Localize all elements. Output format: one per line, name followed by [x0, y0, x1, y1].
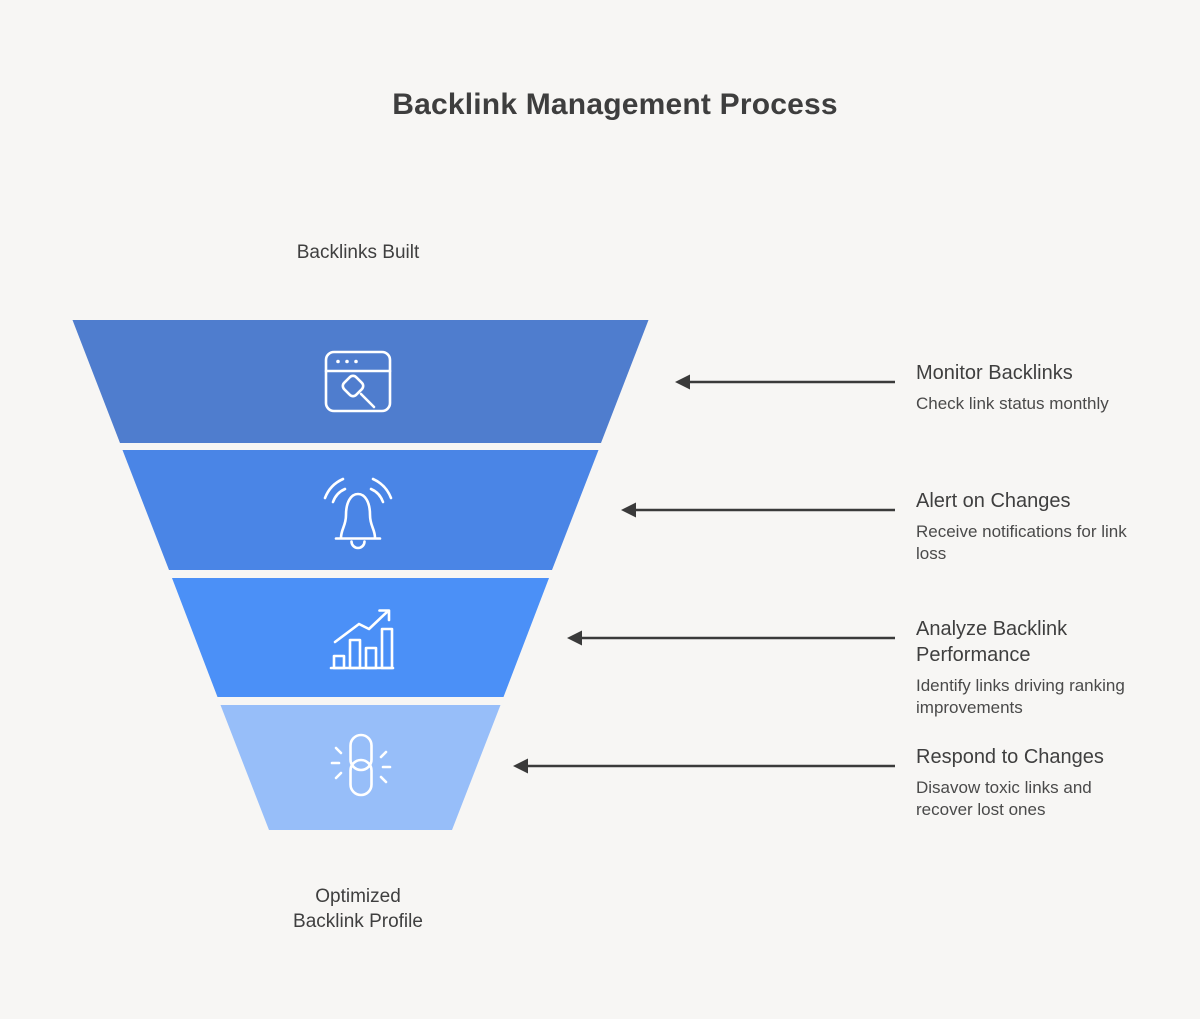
browser-search-icon	[324, 350, 392, 413]
broken-link-icon	[330, 733, 392, 797]
funnel-stage-2	[122, 450, 599, 570]
chart-growth-icon	[329, 609, 395, 670]
funnel-stage-3	[172, 578, 549, 697]
annotation-description: Identify links driving ranking improveme…	[916, 676, 1125, 717]
annotation-title: Alert on Changes	[916, 490, 1071, 512]
arrow-analyze-performance	[567, 630, 895, 646]
arrow-respond-to-changes	[513, 758, 895, 774]
arrow-alert-on-changes	[621, 502, 895, 518]
bell-icon	[323, 477, 393, 550]
annotation-respond-to-changes: Respond to Changes Disavow toxic links a…	[916, 744, 1186, 820]
funnel-stage-4	[220, 705, 501, 830]
annotation-monitor-backlinks: Monitor Backlinks Check link status mont…	[916, 360, 1186, 415]
annotation-title: Monitor Backlinks	[916, 362, 1073, 384]
annotation-description: Receive notifications for link loss	[916, 522, 1127, 563]
funnel-bottom-label: Optimized Backlink Profile	[293, 886, 423, 932]
annotation-title: Analyze Backlink Performance	[916, 618, 1068, 666]
annotation-description: Disavow toxic links and recover lost one…	[916, 778, 1092, 819]
annotation-alert-on-changes: Alert on Changes Receive notifications f…	[916, 488, 1186, 564]
funnel-top-label: Backlinks Built	[296, 242, 420, 263]
annotation-description: Check link status monthly	[916, 394, 1109, 413]
page-title: Backlink Management Process	[392, 88, 838, 121]
arrow-monitor-backlinks	[675, 374, 895, 390]
annotation-analyze-performance: Analyze Backlink Performance Identify li…	[916, 616, 1186, 718]
annotation-title: Respond to Changes	[916, 746, 1104, 768]
